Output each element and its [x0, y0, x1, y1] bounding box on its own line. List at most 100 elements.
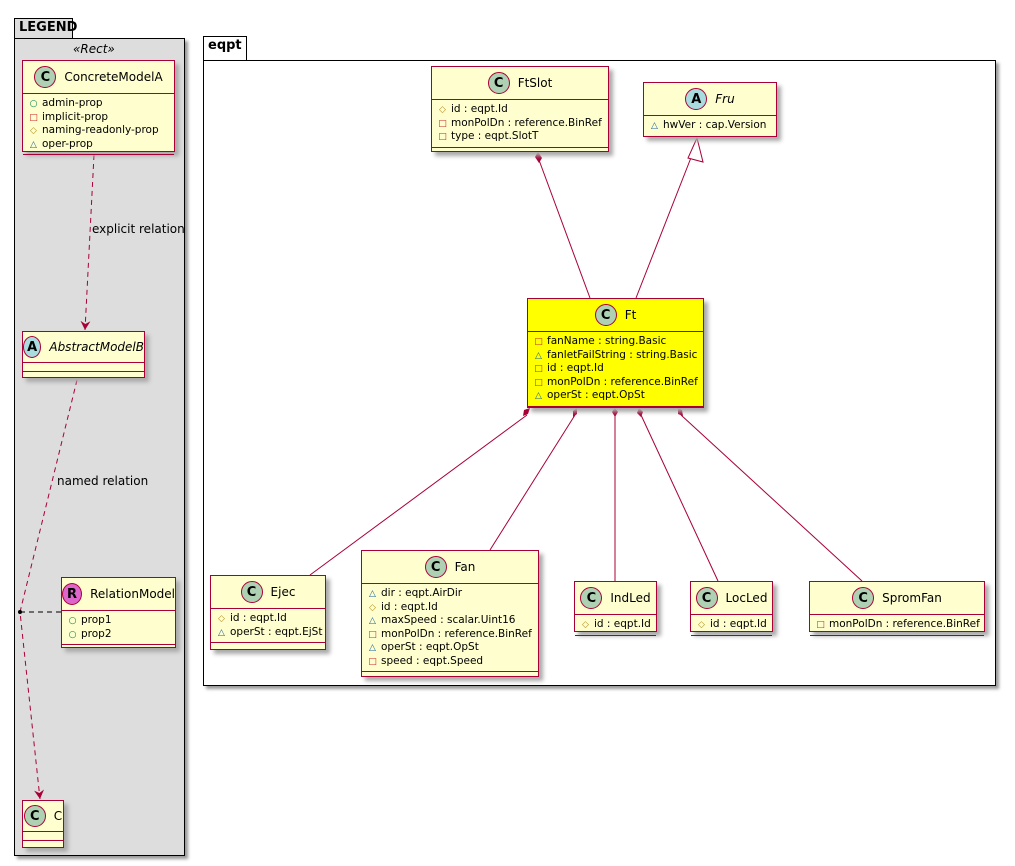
- attribute-text: implicit-prop: [42, 110, 109, 123]
- class-fru[interactable]: A Fru△hwVer : cap.Version: [643, 82, 777, 137]
- attribute: △operSt : eqpt.EjSt: [217, 625, 323, 640]
- attribute-text: type : eqpt.SlotT: [451, 130, 539, 142]
- visibility-icon: □: [438, 132, 447, 142]
- attribute: □fanName : string.Basic: [534, 335, 697, 349]
- visibility-icon: ◇: [30, 126, 37, 136]
- attribute: □ id : eqpt.Id: [534, 362, 697, 376]
- explicit-relation-line: [80, 154, 95, 331]
- attribute-text: id : eqpt.Id: [381, 600, 438, 613]
- class-name: Fru: [715, 92, 735, 106]
- visibility-icon: ◇: [439, 105, 446, 115]
- class-stereotype-icon: C: [34, 66, 57, 88]
- attribute-text: id : eqpt.Id: [451, 103, 508, 115]
- attribute-text: operSt : eqpt.OpSt: [381, 641, 479, 653]
- visibility-icon: □: [816, 620, 825, 630]
- attribute-list: □fanName : string.Basic△fanletFailString…: [528, 332, 703, 407]
- class-name: IndLed: [610, 591, 651, 605]
- class-header: C C: [23, 801, 63, 832]
- visibility-icon: △: [369, 616, 376, 626]
- class-c[interactable]: C C: [22, 800, 64, 848]
- class-locled[interactable]: C LocLed◇id : eqpt.Id: [690, 581, 773, 636]
- attribute: ◇id : eqpt.Id: [368, 601, 532, 615]
- attribute-text: monPolDn : reference.BinRef: [829, 618, 980, 630]
- class-header: C Fan: [362, 551, 538, 584]
- attribute-text: maxSpeed : scalar.Uint16: [381, 614, 516, 626]
- class-abstractmodelb[interactable]: A AbstractModelB: [22, 331, 145, 378]
- attribute-text: naming-readonly-prop: [42, 124, 159, 136]
- ft-fan-composition: [489, 414, 576, 551]
- class-name: RelationModel: [90, 587, 175, 601]
- ft-locled-composition: [640, 414, 719, 582]
- attribute-text: operSt : eqpt.EjSt: [230, 625, 323, 638]
- attribute: ◇ id : eqpt.Id: [217, 612, 319, 626]
- legend-package-tab: LEGEND: [14, 18, 77, 39]
- class-header: A AbstractModelB: [23, 332, 144, 363]
- class-name: C: [53, 809, 63, 823]
- ftslot-ft-composition: [538, 159, 591, 299]
- named-relation-label: named relation: [57, 474, 149, 488]
- class-name: Ejec: [270, 585, 296, 599]
- class-indled[interactable]: C IndLed ◇id : eqpt.Id: [574, 581, 657, 636]
- class-concretemodela[interactable]: C ConcreteModelA ○admin-prop□ implicit-pro…: [22, 60, 175, 155]
- class-relationmodel[interactable]: R RelationModel ○prop1○prop2: [61, 577, 176, 648]
- visibility-icon: □: [534, 337, 543, 347]
- attribute: □ monPolDn : reference.BinRef: [816, 618, 980, 632]
- composition-diamond: [523, 408, 530, 416]
- attribute: ◇id : eqpt.Id: [581, 618, 651, 632]
- attribute-text: id : eqpt.Id: [547, 362, 604, 374]
- class-name: Ft: [624, 308, 637, 322]
- class-stereotype-icon: C: [580, 587, 603, 609]
- attribute-text: admin-prop: [42, 97, 103, 109]
- abstract-stereotype-icon: A: [685, 88, 708, 110]
- attribute-text: id : eqpt.Id: [230, 612, 287, 624]
- class-stereotype-icon: C: [852, 587, 875, 609]
- attribute: □monPolDn : reference.BinRef: [534, 376, 698, 390]
- attribute: △oper-prop: [29, 138, 168, 152]
- attribute-list: ○admin-prop□ implicit-prop ◇ naming-readonl…: [23, 94, 174, 155]
- ft-ejec-composition: [309, 414, 528, 576]
- ft-spromfan-composition: [680, 414, 863, 582]
- attribute: □monPolDn : reference.BinRef: [438, 117, 602, 131]
- composition-diamond: [637, 408, 643, 417]
- visibility-icon: △: [30, 139, 37, 150]
- class-name: AbstractModelB: [49, 340, 144, 354]
- attribute-list: ○prop1○prop2: [62, 611, 175, 645]
- visibility-icon: □: [29, 112, 38, 123]
- attribute-text: speed : eqpt.Speed: [381, 654, 484, 667]
- attribute: ○prop2: [68, 628, 169, 642]
- attribute: △fanletFailString : string.Basic: [534, 349, 697, 363]
- class-ejec[interactable]: C Ejec ◇ id : eqpt.Id△operSt : eqpt.EjSt: [210, 575, 326, 650]
- class-ftslot[interactable]: C FtSlot◇id : eqpt.Id□monPolDn : referen…: [431, 66, 609, 152]
- attribute-list: ◇id : eqpt.Id□monPolDn : reference.BinRe…: [432, 100, 608, 148]
- class-header: A Fru: [644, 83, 776, 116]
- attribute-text: id : eqpt.Id: [594, 618, 651, 630]
- attribute-list: △dir : eqpt.AirDir◇id : eqpt.Id△ maxSpeed…: [362, 584, 538, 672]
- attribute-list: [23, 832, 63, 841]
- attribute: □ implicit-prop: [29, 111, 168, 125]
- class-fan[interactable]: C Fan △dir : eqpt.AirDir◇id : eqpt.Id△ max…: [361, 550, 539, 677]
- relation-junction-dot: [18, 610, 22, 614]
- visibility-icon: △: [535, 350, 542, 361]
- class-name: FtSlot: [517, 76, 553, 90]
- attribute: △dir : eqpt.AirDir: [368, 587, 532, 601]
- attribute-list: △hwVer : cap.Version: [644, 116, 776, 137]
- class-stereotype-icon: C: [594, 304, 617, 326]
- generalization-triangle: [687, 136, 704, 163]
- class-spromfan[interactable]: C SpromFan□monPolDn : reference.BinRef: [809, 581, 985, 636]
- visibility-icon: □: [534, 364, 543, 374]
- relation-stereotype-icon: R: [62, 583, 83, 605]
- class-name: ConcreteModelA: [64, 70, 163, 84]
- visibility-icon: ◇: [218, 614, 225, 624]
- attribute: ○admin-prop: [29, 97, 168, 111]
- attribute: △ maxSpeed : scalar.Uint16: [368, 614, 532, 628]
- visibility-icon: △: [535, 391, 542, 401]
- attribute-text: monPolDn : reference.BinRef: [451, 116, 602, 129]
- composition-diamond: [535, 152, 542, 163]
- attribute: ○prop1: [68, 614, 169, 628]
- attribute-text: prop2: [81, 627, 112, 640]
- class-header: C Ejec: [211, 576, 325, 609]
- attribute: △operSt : eqpt.OpSt: [368, 641, 532, 655]
- attribute-text: operSt : eqpt.OpSt: [547, 389, 645, 401]
- class-ft[interactable]: C Ft □fanName : string.Basic△fanletFailSt…: [527, 298, 704, 408]
